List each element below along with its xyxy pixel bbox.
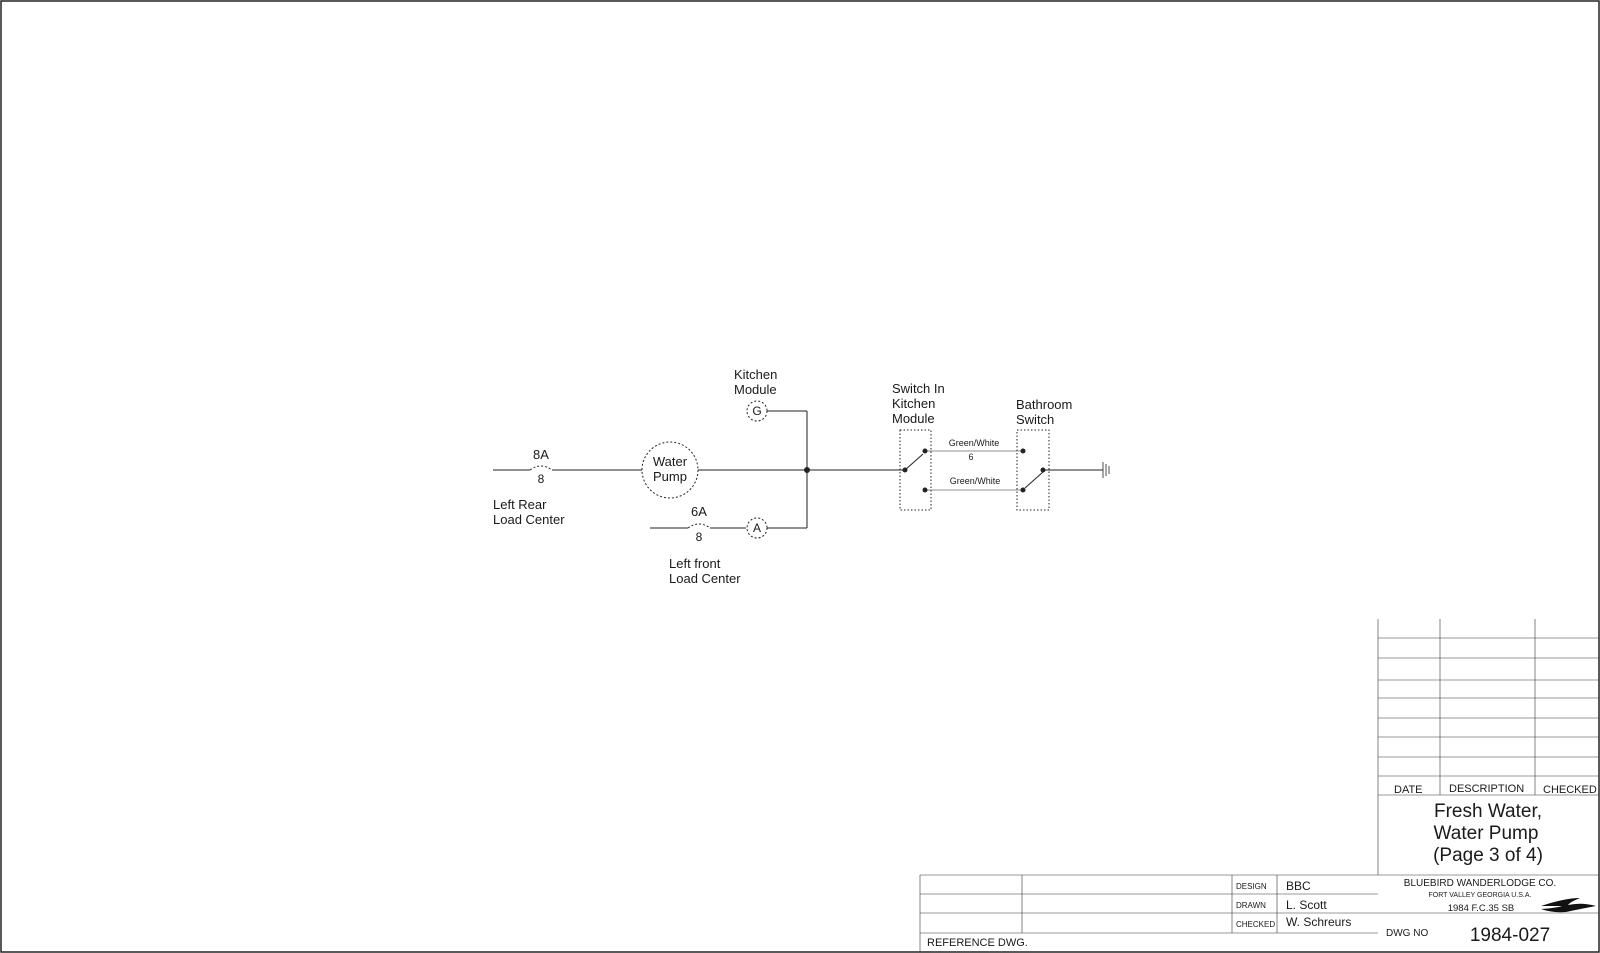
kitchen-switch-blade <box>904 453 924 471</box>
kitchen-switch-box <box>899 429 932 511</box>
bathroom-switch-line1: Bathroom <box>1016 397 1072 412</box>
dwg-no-label: DWG NO <box>1386 928 1428 939</box>
fuse-rear-symbol <box>529 465 553 471</box>
fuse-rear-wire: 8 <box>538 472 545 486</box>
rev-header-checked: CHECKED <box>1543 784 1597 796</box>
rear-load-center-line1: Left Rear <box>493 497 547 512</box>
checked-label: CHECKED <box>1236 920 1275 929</box>
fuse-rear-rating: 8A <box>533 447 549 462</box>
design-label: DESIGN <box>1236 882 1267 891</box>
terminal-a-label: A <box>753 521 761 535</box>
title-line2: Water Pump <box>1434 823 1539 844</box>
fuse-front-rating: 6A <box>691 504 707 519</box>
schematic <box>493 400 1110 539</box>
kitchen-switch-line3: Module <box>892 411 935 426</box>
company-name: BLUEBIRD WANDERLODGE CO. <box>1404 878 1556 889</box>
bluebird-logo-icon <box>1541 898 1596 913</box>
rear-load-center-line2: Load Center <box>493 512 565 527</box>
revision-table <box>919 619 1599 952</box>
checked-value: W. Schreurs <box>1286 915 1351 929</box>
title-line3: (Page 3 of 4) <box>1433 845 1543 866</box>
reference-dwg-label: REFERENCE DWG. <box>927 937 1028 949</box>
title-block-text: DATE DESCRIPTION CHECKED Fresh Water, Wa… <box>927 783 1597 949</box>
terminal-g-label: G <box>752 404 761 418</box>
drawn-label: DRAWN <box>1236 901 1266 910</box>
schematic-labels: 8A 8 Left Rear Load Center Water Pump Ki… <box>493 367 1072 586</box>
design-value: BBC <box>1286 879 1311 893</box>
front-load-center-line2: Load Center <box>669 571 741 586</box>
kitchen-module-line2: Module <box>734 382 777 397</box>
rev-header-date: DATE <box>1394 784 1423 796</box>
bathroom-switch-blade <box>1024 471 1044 489</box>
pump-label-line1: Water <box>653 454 688 469</box>
kitchen-module-line1: Kitchen <box>734 367 777 382</box>
rev-header-description: DESCRIPTION <box>1449 783 1524 795</box>
kitchen-switch-line2: Kitchen <box>892 396 935 411</box>
ground-icon <box>1102 462 1110 478</box>
wire-lower-color: Green/White <box>950 476 1001 486</box>
dwg-number: 1984-027 <box>1470 925 1550 946</box>
fuse-front-symbol <box>687 523 711 529</box>
fuse-front-wire: 8 <box>696 530 703 544</box>
kitchen-switch-line1: Switch In <box>892 381 945 396</box>
wire-upper-gauge: 6 <box>968 452 973 462</box>
pump-label-line2: Pump <box>653 469 687 484</box>
front-load-center-line1: Left front <box>669 556 721 571</box>
wire-upper-color: Green/White <box>949 438 1000 448</box>
bathroom-switch-upper <box>1020 448 1026 454</box>
bathroom-switch-line2: Switch <box>1016 412 1054 427</box>
title-line1: Fresh Water, <box>1434 801 1542 822</box>
model-line: 1984 F.C.35 SB <box>1448 903 1515 914</box>
bathroom-switch-lower <box>1020 487 1026 493</box>
company-location: FORT VALLEY GEORGIA U.S.A. <box>1429 892 1532 899</box>
drawn-value: L. Scott <box>1286 898 1327 912</box>
